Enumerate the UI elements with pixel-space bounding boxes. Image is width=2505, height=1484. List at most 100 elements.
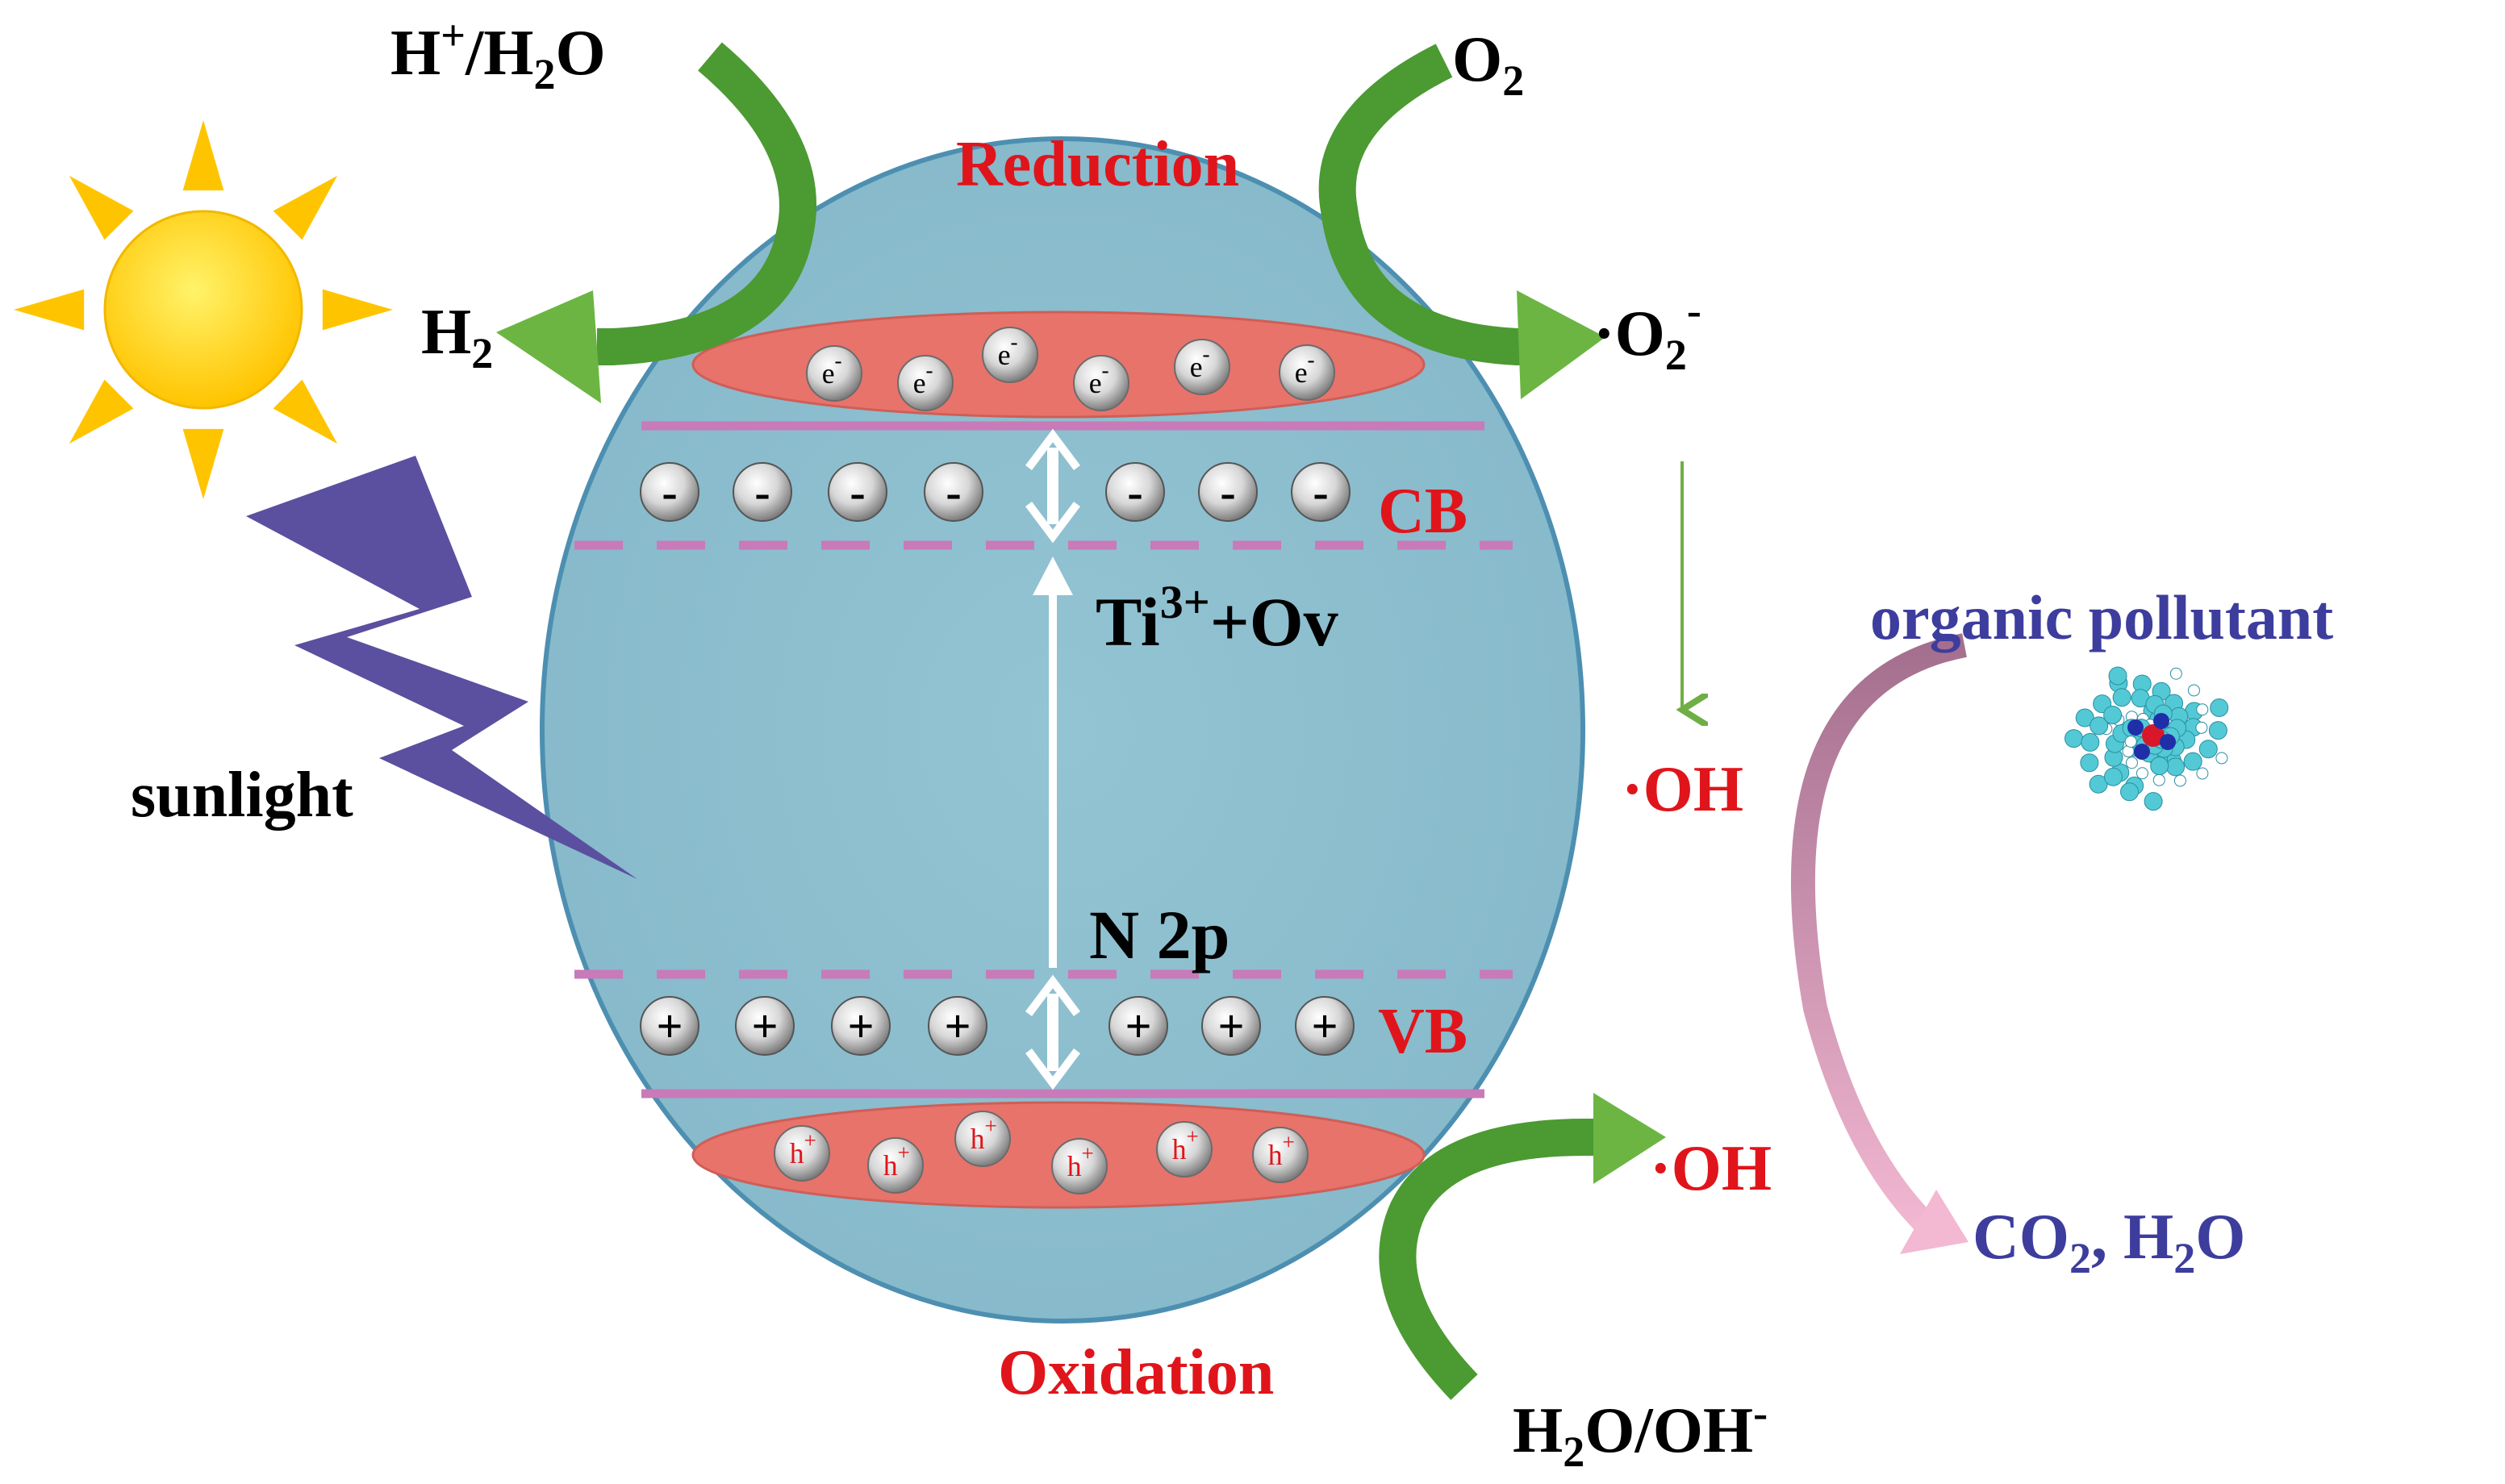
atom	[2173, 774, 2186, 787]
positive-charge: +	[831, 996, 891, 1056]
h2-label: H2	[421, 297, 493, 377]
hole: h+	[867, 1137, 924, 1194]
reduction-arrow-h2	[496, 42, 816, 403]
atom	[2195, 721, 2208, 734]
atom	[2127, 719, 2144, 736]
atom	[2152, 773, 2165, 786]
svg-text:+: +	[656, 1000, 683, 1053]
svg-text:h+: h+	[971, 1114, 997, 1155]
negative-charge: -	[924, 462, 983, 522]
hole: h+	[774, 1125, 830, 1182]
sun-ray	[69, 379, 134, 444]
atom	[2124, 735, 2137, 748]
excitation-arrow	[1033, 556, 1073, 968]
negative-charge: -	[1198, 462, 1258, 522]
atom	[2208, 721, 2227, 740]
electron: e-	[1073, 355, 1129, 411]
organic-pollutant-label: organic pollutant	[1870, 582, 2333, 652]
svg-text:e-: e-	[998, 330, 1018, 371]
positive-charge: +	[735, 996, 795, 1056]
reduction-label: Reduction	[956, 129, 1239, 200]
svg-text:-: -	[850, 466, 865, 519]
svg-text:e-: e-	[1190, 342, 1210, 383]
positive-charge: +	[1108, 996, 1168, 1056]
svg-text:+: +	[751, 1000, 778, 1053]
svg-text:+: +	[1311, 1000, 1338, 1053]
atom	[2136, 767, 2148, 780]
degradation-arrow	[1791, 633, 1969, 1254]
atom	[2153, 713, 2169, 729]
atom	[2144, 792, 2163, 811]
electron: e-	[982, 327, 1038, 383]
atom	[2120, 782, 2140, 802]
positive-charge: +	[1295, 996, 1355, 1056]
svg-text:+: +	[847, 1000, 874, 1053]
svg-text:-: -	[946, 466, 961, 519]
positive-charge: +	[1201, 996, 1261, 1056]
sun-ray	[273, 175, 338, 240]
svg-text:-: -	[754, 466, 770, 519]
svg-text:e-: e-	[1089, 358, 1109, 399]
negative-charge: -	[733, 462, 792, 522]
oh-radical-label-bottom: ·OH	[1650, 1133, 1772, 1204]
cb-negative-charges: -------	[640, 462, 1351, 522]
atom	[2081, 732, 2100, 752]
atom	[2108, 666, 2127, 686]
pollutant-molecule-icon	[2064, 666, 2229, 811]
vb-positive-charges: +++++++	[640, 996, 1355, 1056]
svg-text:+: +	[1125, 1000, 1151, 1053]
atom	[2169, 667, 2182, 680]
vb-double-arrow	[1025, 974, 1080, 1090]
water-hydroxide-label: H2O/OH-	[1513, 1389, 1768, 1476]
electron: e-	[1279, 344, 1335, 401]
svg-text:+: +	[1217, 1000, 1244, 1053]
oxidation-arrow-oh	[1379, 1093, 1666, 1400]
atom	[2160, 734, 2176, 750]
conduction-band	[574, 421, 1513, 550]
electron: e-	[1174, 339, 1230, 395]
atom	[2210, 698, 2229, 717]
hole: h+	[954, 1111, 1011, 1167]
atom	[2187, 684, 2200, 697]
n2p-label: N 2p	[1089, 896, 1230, 973]
co2-h2o-label: CO2, H2O	[1973, 1202, 2245, 1282]
svg-text:-: -	[1313, 466, 1328, 519]
sun-ray	[182, 120, 224, 191]
svg-text:e-: e-	[913, 358, 933, 399]
svg-text:h+: h+	[1067, 1141, 1094, 1182]
atom	[2215, 752, 2228, 765]
atom	[2166, 757, 2186, 777]
hole: h+	[1051, 1138, 1108, 1194]
svg-text:e-: e-	[822, 348, 842, 390]
atom	[2196, 767, 2209, 780]
hole: h+	[1156, 1121, 1213, 1178]
ti-ov-label: Ti3++Ov	[1096, 576, 1338, 661]
negative-charge: -	[828, 462, 887, 522]
sunlight-label: sunlight	[131, 760, 353, 831]
svg-text:-: -	[662, 466, 677, 519]
negative-charge: -	[1291, 462, 1351, 522]
svg-text:h+: h+	[1172, 1124, 1199, 1165]
atom	[2090, 716, 2109, 736]
svg-text:-: -	[1127, 466, 1142, 519]
sun-ray	[273, 379, 338, 444]
atom	[2103, 705, 2123, 724]
atom	[2150, 757, 2169, 776]
atom	[2198, 740, 2218, 759]
atom	[2089, 774, 2108, 794]
h-plus-water-label: H+/H2O	[390, 11, 606, 98]
atom	[2183, 752, 2202, 771]
atom	[2125, 757, 2138, 769]
cb-double-arrow	[1025, 428, 1080, 544]
negative-charge: -	[1105, 462, 1165, 522]
sun-ray	[182, 428, 224, 499]
oxidation-label: Oxidation	[998, 1337, 1274, 1408]
negative-charge: -	[640, 462, 699, 522]
sun-ray	[69, 175, 134, 240]
hole-ellipse: h+h+h+h+h+h+	[691, 1101, 1426, 1209]
electron: e-	[897, 355, 954, 411]
valence-band	[574, 969, 1513, 1098]
lightning-bolt-icon	[246, 456, 637, 879]
vb-label: VB	[1378, 996, 1468, 1067]
